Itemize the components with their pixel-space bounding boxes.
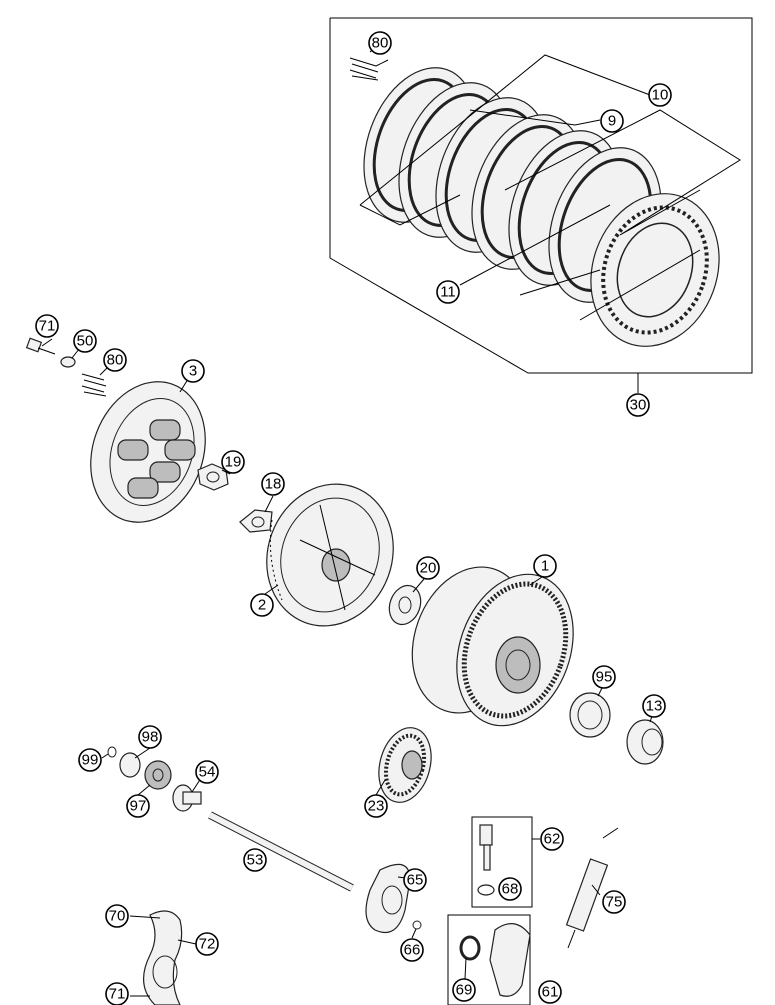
needle-bearing (569, 692, 611, 738)
clutch-disc-kit-box (329, 17, 753, 393)
svg-text:54: 54 (199, 764, 216, 781)
svg-text:80: 80 (372, 35, 389, 52)
svg-text:68: 68 (502, 881, 519, 898)
callout-71-top: 71 (35, 314, 59, 338)
callout-80-top: 80 (368, 31, 392, 55)
callout-99: 99 (78, 748, 102, 772)
clutch-spring-top (349, 57, 389, 81)
bleed-screw (477, 824, 495, 896)
clutch-plates-stack (359, 54, 741, 347)
callout-23: 23 (364, 794, 388, 818)
gasket (365, 863, 411, 934)
thrust-bearing (144, 760, 172, 790)
bushing (626, 719, 664, 765)
outer-clutch-basket (411, 566, 574, 727)
svg-text:23: 23 (368, 798, 385, 815)
svg-text:3: 3 (189, 363, 197, 380)
svg-text:30: 30 (630, 397, 647, 414)
push-rod (208, 811, 354, 892)
callout-10: 10 (648, 83, 672, 107)
washer-small (119, 752, 141, 778)
svg-text:61: 61 (542, 984, 559, 1001)
slave-cylinder (459, 923, 531, 997)
callout-80-mid: 80 (103, 348, 127, 372)
callout-30: 30 (626, 393, 650, 417)
svg-text:19: 19 (225, 454, 242, 471)
svg-text:95: 95 (596, 669, 613, 686)
pressure-cap (90, 381, 206, 523)
callout-72: 72 (195, 932, 219, 956)
syringe (565, 827, 619, 949)
callout-53: 53 (243, 848, 267, 872)
svg-text:53: 53 (247, 852, 264, 869)
primary-gear (378, 727, 432, 803)
svg-text:98: 98 (142, 729, 159, 746)
callout-3: 3 (181, 359, 205, 383)
svg-text:9: 9 (608, 113, 616, 130)
svg-text:1: 1 (541, 558, 549, 575)
bolt (25, 337, 56, 355)
circlip (107, 746, 117, 758)
inner-clutch-hub (266, 483, 394, 627)
svg-text:11: 11 (440, 284, 456, 301)
clutch-spring-mid (81, 373, 107, 397)
callout-97: 97 (126, 794, 150, 818)
svg-text:71: 71 (39, 318, 56, 335)
callout-1: 1 (533, 554, 557, 578)
callout-65: 65 (403, 868, 427, 892)
callout-70: 70 (105, 904, 129, 928)
svg-text:75: 75 (606, 894, 623, 911)
callout-50: 50 (73, 329, 97, 353)
svg-text:13: 13 (646, 698, 663, 715)
callout-20: 20 (416, 556, 440, 580)
callout-11: 11 (436, 280, 460, 304)
svg-text:99: 99 (82, 752, 99, 769)
svg-text:50: 50 (77, 333, 94, 350)
svg-text:62: 62 (544, 831, 561, 848)
clutch-lever-arm (143, 910, 183, 1005)
svg-text:10: 10 (652, 87, 669, 104)
svg-text:18: 18 (265, 476, 282, 493)
svg-text:20: 20 (420, 560, 437, 577)
callout-62: 62 (540, 827, 564, 851)
callout-13: 13 (642, 694, 666, 718)
callout-54: 54 (195, 760, 219, 784)
svg-text:71: 71 (109, 986, 126, 1003)
lock-washer (239, 509, 273, 533)
svg-text:2: 2 (258, 597, 266, 614)
thrust-washer (388, 584, 422, 626)
svg-text:66: 66 (404, 942, 421, 959)
washer (60, 356, 76, 368)
callout-61: 61 (538, 980, 562, 1004)
callout-69: 69 (452, 978, 476, 1002)
svg-text:80: 80 (107, 352, 124, 369)
callout-9: 9 (600, 109, 624, 133)
callout-98: 98 (138, 725, 162, 749)
callout-95: 95 (592, 665, 616, 689)
svg-text:72: 72 (199, 936, 216, 953)
callout-71-bottom: 71 (105, 982, 129, 1005)
dowel (412, 920, 422, 930)
pressure-piece (172, 784, 202, 812)
svg-text:69: 69 (456, 982, 473, 999)
svg-text:70: 70 (109, 908, 126, 925)
svg-text:97: 97 (130, 798, 147, 815)
callout-19: 19 (221, 450, 245, 474)
callout-18: 18 (261, 472, 285, 496)
callout-2: 2 (250, 593, 274, 617)
bleed-box (471, 816, 540, 908)
callout-68: 68 (498, 877, 522, 901)
callout-66: 66 (400, 938, 424, 962)
callout-75: 75 (602, 890, 626, 914)
slave-cylinder-box (447, 914, 531, 1005)
svg-text:65: 65 (407, 872, 424, 889)
nut (197, 463, 229, 491)
